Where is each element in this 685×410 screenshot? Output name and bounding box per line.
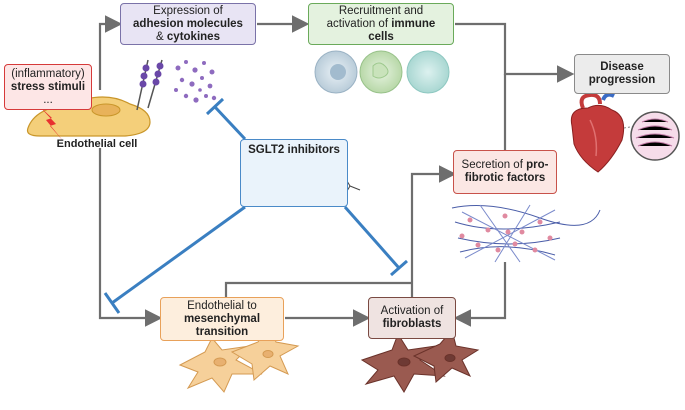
secretion-line1: Secretion of [461,159,527,171]
stress-line2: stress stimuli [10,80,86,93]
sglt2-inhibitors-box: SGLT2 inhibitors [240,139,348,207]
secretion-box: Secretion of pro- fibrotic factors [453,150,557,194]
heart-illustration [570,92,680,173]
line-emt-to-fibroblasts-top [224,281,412,298]
fibrotic-network-illustration [451,204,601,263]
adhesion-line2: & [156,30,167,43]
endothelial-cell-label: Endothelial cell [56,138,138,150]
fibroblasts-line1: Activation of [380,305,444,317]
adhesion-bold1: adhesion molecules [133,17,243,30]
immune-cell-3 [406,50,450,94]
disease-line1: Disease [600,61,644,73]
adhesion-molecules-box: Expression of adhesion molecules & cytok… [120,3,256,45]
fibroblast-cells-illustration [360,328,480,393]
sglt2-label: SGLT2 inhibitors [248,144,340,156]
emt-line1: Endothelial to [187,299,257,312]
stress-line3: ... [43,93,53,106]
adhesion-molecules-illustration [136,59,217,111]
stress-stimuli-box: (inflammatory) stress stimuli ... [4,64,92,110]
connector-arrows [98,15,575,327]
arrow-stress-to-emt [98,148,163,327]
immune-bold1: immune [391,17,436,30]
secretion-bold1: pro- [526,159,549,171]
adhesion-line1: Expression of [153,4,223,17]
emt-bold2: transition [195,325,249,338]
stress-line1: (inflammatory) [11,67,85,80]
inhibit-fibroblasts [343,206,401,269]
cytokine-dots [174,60,217,103]
emt-bold1: mesenchymal [183,312,261,325]
arrow-immune-to-disease [455,22,575,83]
emt-box: Endothelial to mesenchymal transition [160,297,284,341]
immune-cells-illustration [314,50,450,94]
immune-line1: Recruitment and [338,4,424,17]
adhesion-bold2: cytokines [166,30,220,43]
lightning-icon [38,105,64,142]
arrow-fibroblasts-to-secretion [410,165,457,298]
inhibition-lines [103,97,408,314]
fibroblasts-bold1: fibroblasts [382,318,442,330]
immune-bold2: cells [368,30,394,43]
immune-cells-box: Recruitment and activation of immune cel… [308,3,454,45]
inhibit-adhesion [213,105,247,141]
disease-progression-box: Disease progression [574,54,670,94]
secretion-bold2: fibrotic factors [464,172,546,184]
immune-line2: activation of [326,17,392,30]
fibroblasts-box: Activation of fibroblasts [368,297,456,339]
arrow-secretion-to-fibroblasts [453,262,507,327]
inhibit-emt [111,205,246,305]
arrow-stress-to-adhesion [98,15,123,90]
disease-line2: progression [588,74,656,86]
